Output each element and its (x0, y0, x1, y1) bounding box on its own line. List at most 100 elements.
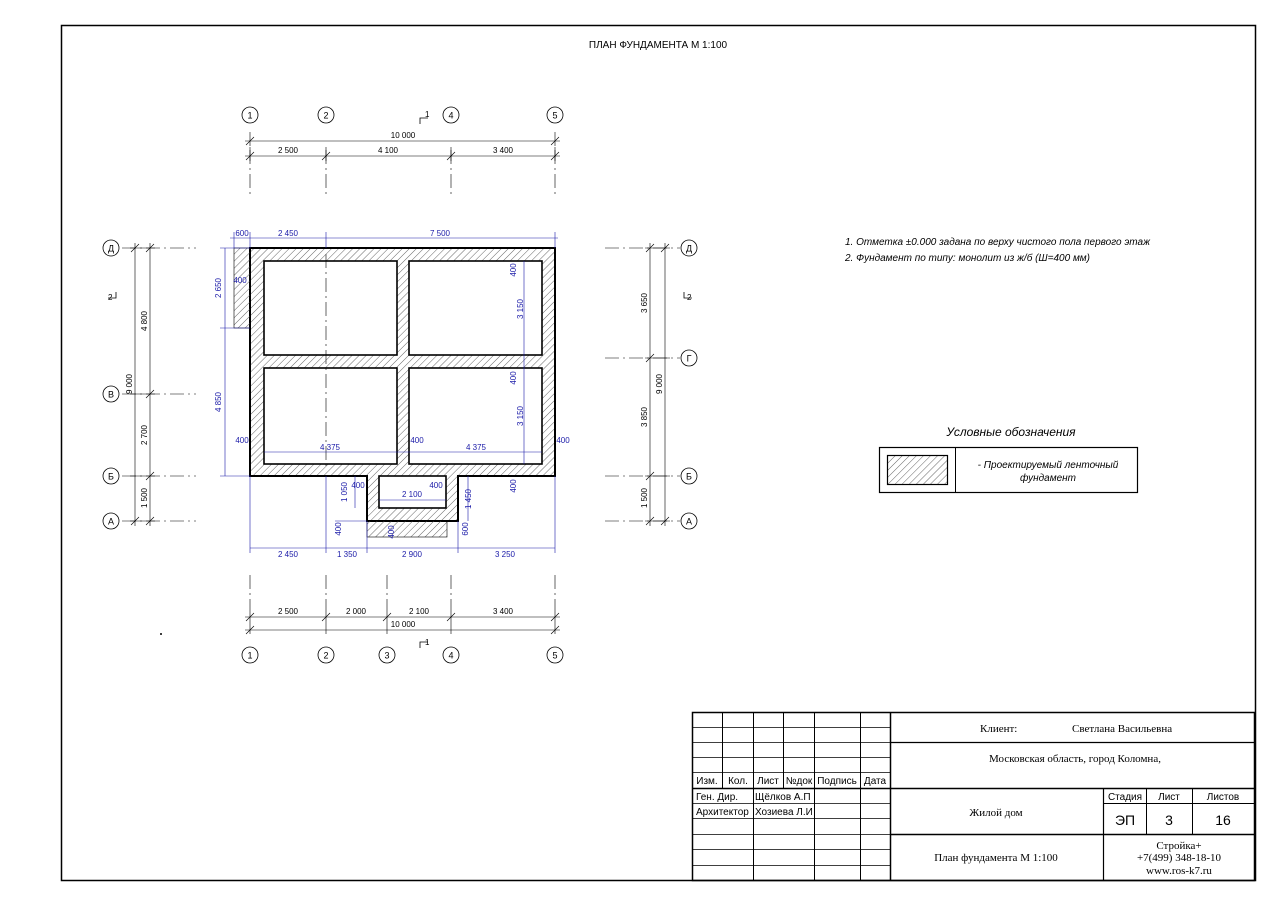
stamp-sheet: 3 (1165, 812, 1173, 828)
stamp-sheets: 16 (1215, 812, 1231, 828)
axis-label: 3 (384, 651, 389, 661)
dim-bottom-inner: 2 450 (278, 550, 299, 559)
dim-porch: 2 100 (402, 490, 423, 499)
dim-bottom-inner: 3 250 (495, 550, 516, 559)
stamp-header: №док (786, 776, 813, 787)
axis-label: 5 (552, 111, 557, 121)
dim-bottom-chain: 2 000 (346, 607, 367, 616)
dim-bottom-total: 10 000 (391, 620, 416, 629)
dim-bottom-chain: 2 100 (409, 607, 430, 616)
dim-room: 3 150 (516, 405, 525, 426)
axis-bubble (680, 239, 698, 257)
drawing-title: ПЛАН ФУНДАМЕНТА М 1:100 (589, 40, 728, 51)
axis-bubble (546, 106, 564, 124)
dim-wall: 400 (429, 481, 443, 490)
axis-label: Д (686, 244, 692, 254)
section-mark-label: 1 (425, 110, 430, 119)
note-line: 2. Фундамент по типу: монолит из ж/б (Ш=… (844, 252, 1090, 264)
dim-left-inner: 4 850 (214, 391, 223, 412)
dim-porch-vert: 600 (461, 522, 470, 536)
dim-bottom-chain: 3 400 (493, 607, 514, 616)
dim-plan-top: 2 450 (278, 229, 299, 238)
dim-left-chain: 2 700 (140, 424, 149, 445)
axis-bubble (102, 239, 120, 257)
stamp-role: Архитектор (696, 807, 749, 818)
axis-bubbles-top: 1 2 4 5 (241, 106, 564, 124)
axis-bubble (680, 349, 698, 367)
axis-label: Г (687, 354, 692, 364)
axis-bubble (317, 106, 335, 124)
stamp-phone: +7(499) 348-18-10 (1137, 852, 1222, 864)
axis-label: 1 (247, 111, 252, 121)
stamp-name: Хозиева Л.И (755, 807, 813, 818)
axis-bubble (241, 646, 259, 664)
dim-right-chain: 3 650 (640, 292, 649, 313)
foundation-walls (250, 248, 555, 521)
legend-hatch-swatch (886, 454, 949, 486)
stamp-address: Московская область, город Коломна, (989, 753, 1161, 765)
stamp-company: Стройка+ (1156, 840, 1201, 852)
stray-dot (160, 633, 162, 635)
axis-bubble (241, 106, 259, 124)
stamp-header: Изм. (696, 776, 717, 787)
stamp-stage-label: Стадия (1108, 792, 1142, 803)
foundation-cells (263, 260, 543, 509)
dim-porch-vert: 400 (387, 525, 396, 539)
stamp-website: www.ros-k7.ru (1146, 865, 1212, 877)
dim-left-chain: 1 500 (140, 487, 149, 508)
axis-label: Б (686, 472, 692, 482)
axis-label: 5 (552, 651, 557, 661)
dim-top-chain: 3 400 (493, 146, 514, 155)
dimension-lines-blue (220, 232, 558, 553)
legend-item-text: - Проектируемый ленточный (978, 460, 1119, 471)
section-mark-label: 1 (425, 638, 430, 647)
dim-right-chain: 1 500 (640, 487, 649, 508)
axis-bubbles-left: Д В Б А (102, 239, 120, 530)
dim-left-inner: 2 650 (214, 277, 223, 298)
legend-item-text: фундамент (1020, 472, 1076, 484)
notes: 1. Отметка ±0.000 задана по верху чистог… (844, 237, 1151, 264)
axis-label: 4 (448, 651, 453, 661)
dim-left-total: 9 000 (125, 373, 134, 394)
axis-label: 2 (323, 111, 328, 121)
dim-porch-vert: 400 (334, 522, 343, 536)
axis-bubble (378, 646, 396, 664)
stamp-header: Дата (864, 776, 887, 787)
porch-bottom (366, 520, 448, 538)
legend-frame (878, 446, 1139, 494)
stamp-stage: ЭП (1115, 812, 1135, 828)
dim-room: 3 150 (516, 298, 525, 319)
axis-label: А (108, 517, 114, 527)
axis-label: А (686, 517, 692, 527)
dim-wall-vert: 400 (509, 479, 518, 493)
note-line: 1. Отметка ±0.000 задана по верху чистог… (845, 237, 1151, 248)
axis-label: В (108, 390, 114, 400)
legend-title: Условные обозначения (945, 425, 1076, 439)
axis-bubbles-right: Д Г Б А (680, 239, 698, 530)
section-mark-label: 2 (108, 293, 113, 302)
stamp-name: Щёлков А.П (755, 792, 811, 803)
dim-plan-top: 7 500 (430, 229, 451, 238)
axis-bubble (680, 512, 698, 530)
dimension-text-blue: 600 2 450 7 500 2 650 4 850 2 450 1 350 … (214, 229, 570, 559)
stamp-header: Лист (757, 776, 779, 787)
axis-bubble (102, 512, 120, 530)
axis-bubble (317, 646, 335, 664)
stamp-header: Подпись (817, 776, 857, 787)
axis-label: 1 (247, 651, 252, 661)
dim-wall-vert: 400 (509, 371, 518, 385)
dim-top-total: 10 000 (391, 131, 416, 140)
axis-bubble (442, 646, 460, 664)
axis-label: Б (108, 472, 114, 482)
dim-span: 4 375 (320, 443, 341, 452)
stamp-sheet-title: План фундамента М 1:100 (934, 852, 1058, 864)
foundation-plan (233, 247, 556, 538)
legend: Условные обозначения - Проектируемый лен… (878, 425, 1139, 494)
stamp-client-label: Клиент: (980, 723, 1017, 735)
sheet-frame (60, 24, 1257, 882)
stamp-sheets-label: Листов (1207, 792, 1240, 803)
dim-top-chain: 4 100 (378, 146, 399, 155)
dim-bottom-inner: 2 900 (402, 550, 423, 559)
dim-wall: 400 (235, 436, 249, 445)
